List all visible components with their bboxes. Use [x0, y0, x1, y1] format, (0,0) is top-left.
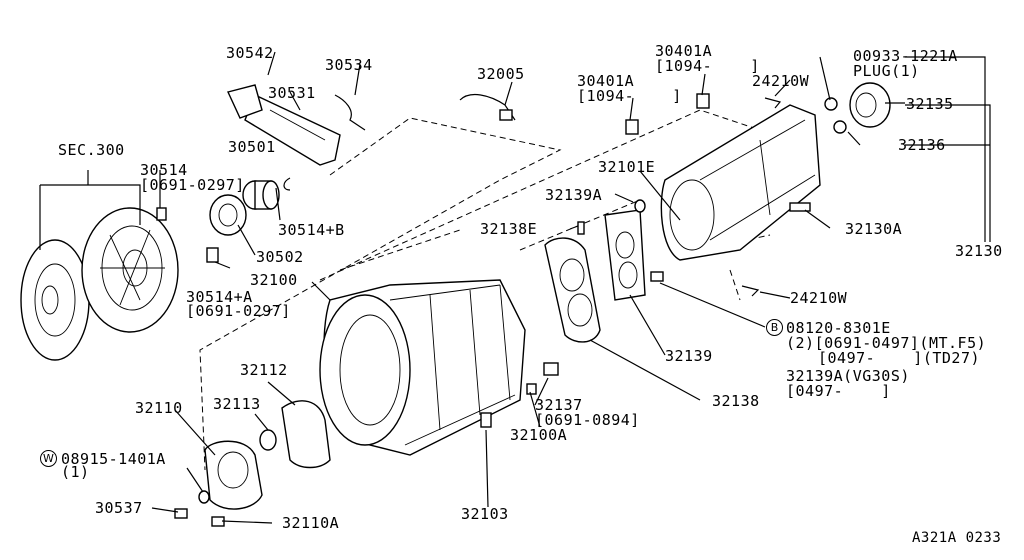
label-32138: 32138 — [712, 392, 760, 410]
label-30514: 30514 — [140, 161, 188, 179]
drain-plug — [480, 412, 492, 428]
rear-gasket — [604, 209, 646, 301]
label-30401a-lower-range: [1094- ] — [577, 87, 682, 105]
label-00933-1221a: 00933-1221A — [853, 47, 958, 65]
pressure-plate — [81, 207, 179, 333]
label-30401a-upper: 30401A — [655, 42, 713, 60]
label-08915-qty: (1) — [61, 463, 90, 481]
washer — [198, 490, 210, 504]
b-circle-marker: B — [766, 319, 783, 336]
label-32103: 32103 — [461, 505, 509, 523]
bearing-sleeve — [209, 194, 247, 236]
label-32101e: 32101E — [598, 158, 656, 176]
adapter-plate — [544, 237, 601, 343]
label-30514-a: 30514+A — [186, 288, 253, 306]
label-30537: 30537 — [95, 499, 143, 517]
plug-00933 — [824, 97, 838, 111]
label-30514-range: [0691-0297] — [140, 176, 245, 194]
dust-boot — [227, 84, 263, 119]
label-32130: 32130 — [955, 242, 1003, 260]
label-24210w-bottom: 24210W — [790, 289, 848, 307]
label-30401a-lower: 30401A — [577, 72, 635, 90]
clutch-disc — [20, 239, 90, 361]
label-32113: 32113 — [213, 395, 261, 413]
label-30502: 30502 — [256, 248, 304, 266]
label-08915-1401a: 08915-1401A — [61, 450, 166, 468]
clip-30514 — [156, 207, 167, 221]
label-32005: 32005 — [477, 65, 525, 83]
label-32138e: 32138E — [480, 220, 538, 238]
clip-24210w-top — [764, 97, 782, 109]
breather-30401a-2 — [696, 93, 710, 109]
label-32130a: 32130A — [845, 220, 903, 238]
rear-extension-housing — [660, 104, 821, 261]
label-32110: 32110 — [135, 399, 183, 417]
label-30501: 30501 — [228, 138, 276, 156]
oil-seal — [259, 429, 277, 451]
release-bearing — [242, 180, 280, 210]
retainer-spring — [334, 94, 366, 131]
label-24210w-top: 24210W — [752, 72, 810, 90]
diagram-code: A321A 0233 — [912, 530, 1002, 546]
label-32139a-vg30s: 32139A(VG30S) — [786, 367, 910, 385]
rear-oil-seal — [849, 82, 891, 128]
front-cover-gasket — [281, 400, 331, 469]
label-32100a: 32100A — [510, 426, 568, 444]
label-08120-line2: (2)[0691-0497](MT.F5) — [786, 334, 987, 352]
label-32137-range: [0691-0894] — [535, 411, 640, 429]
label-08120-8301e: 08120-8301E — [786, 319, 891, 337]
bolt-32130a — [789, 202, 811, 212]
plug-32137 — [543, 362, 559, 376]
bolt-30537 — [174, 508, 188, 519]
label-32100: 32100 — [250, 271, 298, 289]
label-32135: 32135 — [906, 95, 954, 113]
label-32137: 32137 — [535, 396, 583, 414]
clip-24210w-bottom — [741, 285, 760, 297]
label-32139: 32139 — [665, 347, 713, 365]
transmission-case — [319, 279, 526, 456]
dowel-32138e — [577, 221, 585, 235]
label-32139a-vg30s-range: [0497- ] — [786, 382, 891, 400]
label-32136: 32136 — [898, 136, 946, 154]
leader-lines — [151, 51, 991, 524]
label-32112: 32112 — [240, 361, 288, 379]
label-sec-300: SEC.300 — [58, 141, 125, 159]
label-30534: 30534 — [325, 56, 373, 74]
label-32110a: 32110A — [282, 514, 340, 532]
label-32139a: 32139A — [545, 186, 603, 204]
w-circle-marker: W — [40, 450, 57, 467]
front-cover — [204, 440, 263, 510]
label-30542: 30542 — [226, 44, 274, 62]
breather-30401a-1 — [625, 119, 639, 135]
label-08120-line3: [0497- ](TD27) — [818, 349, 981, 367]
label-30401a-upper-range: [1094- ] — [655, 57, 760, 75]
dowel-32139a — [634, 199, 646, 213]
label-30514-a-range: [0691-0297] — [186, 302, 291, 320]
bolt-08120 — [650, 271, 664, 282]
bushing-32136 — [833, 120, 847, 134]
label-30531: 30531 — [268, 84, 316, 102]
label-30514-b: 30514+B — [278, 221, 345, 239]
bolt-32100a — [526, 383, 537, 395]
label-plug: PLUG(1) — [853, 62, 920, 80]
clip-30514a — [206, 247, 219, 263]
